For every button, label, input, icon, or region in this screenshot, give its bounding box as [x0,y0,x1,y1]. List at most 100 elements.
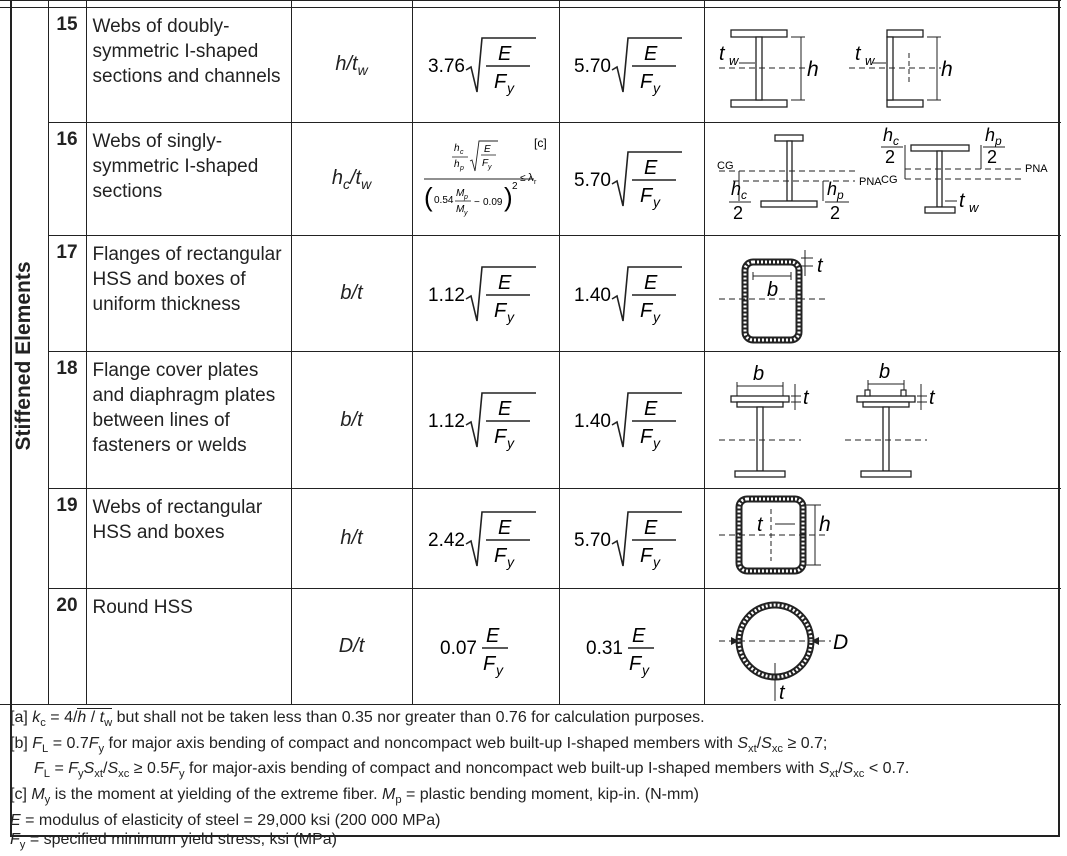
sqrt-formula: 1.40 E F y [574,265,682,325]
ratio-symbol-subscript: c [342,175,350,192]
label-h: h [819,513,831,536]
sub: xc [853,768,865,781]
symbol-e: E [486,625,500,647]
hc-symbol: h [454,143,460,154]
text: < 0.7. [864,760,910,778]
symbol-f: F [494,300,508,322]
sym: M [31,786,45,804]
label-two: 2 [885,147,895,167]
my-symbol: M [456,204,465,215]
case-number: 17 [47,235,87,352]
ratio-denominator: t [358,635,365,657]
note-ref-c: [c] [534,136,547,150]
label-h: h [807,58,819,81]
subscript-y: y [652,435,661,451]
label-b: b [753,363,764,385]
rect-hss-flange-figure: b t [718,250,829,344]
text: ≥ 0.7; [783,734,828,752]
lambda-p-limit: 2.42 E F y [411,488,560,589]
case-number: 16 [47,122,87,236]
section-figure-cell: b t [703,235,1061,352]
lambda-r-limit: 1.40 E F y [558,351,705,489]
width-thickness-ratio: b/t [290,351,413,489]
element-description: Webs of doubly-symmetric I-shaped sectio… [85,7,292,123]
limit-coefficient: 0.31 [586,638,623,659]
element-description: Flanges of rectangular HSS and boxes of … [85,235,292,352]
singly-symmetric-i-figure: CG PNA h c 2 h p 2 CG PNA [717,125,1048,223]
sub: y [19,839,26,852]
text: = [50,760,69,778]
symbol-f: F [640,185,654,207]
mp-symbol: M [456,188,465,199]
lambda-r-limit: 5.70 E F y [558,488,705,589]
ratio-subscript: w [357,61,368,78]
section-figure-cell: b t b t [703,351,1061,489]
symbol-e: E [498,43,512,65]
ratio-denominator: t [352,52,358,75]
cover-plate-figure: b t b t [718,361,936,478]
doubly-symmetric-i-channel-figure: h t w h t w [718,29,953,108]
sub: y [179,768,185,781]
lambda-r-limit: 5.70 E F y [558,122,705,236]
limit-coefficient: 1.40 [574,411,611,432]
coef-009: 0.09 [483,197,503,208]
label-two: 2 [733,203,743,223]
limit-coefficient: 3.76 [428,56,465,77]
sqrt-formula: 1.40 E F y [574,392,682,451]
lambda-r-limit: 5.70 E F y [558,7,705,123]
label-tw-sub: w [865,53,876,68]
table-notes: [a] kc = 4/h / tw but shall not be taken… [10,708,909,856]
note-b-line2: FL = FySxt/Sxc ≥ 0.5Fy for major-axis be… [10,759,909,785]
side-label: Stiffened Elements [11,261,35,451]
subscript-y: y [652,554,661,570]
element-description: Round HSS [85,588,292,705]
limit-coefficient: 5.70 [574,170,611,191]
text: = plastic bending moment, kip-in. (N-mm) [401,786,699,804]
width-thickness-ratio: h/t [290,488,413,589]
ratio-symbol: h [331,166,343,189]
lambda-p-limit: [c] h c h p E F y ( 0.54 M p M y − [411,122,560,236]
symbol-f: F [629,653,643,675]
symbol-f: F [640,426,654,448]
text: is the moment at yielding of the extreme… [50,786,382,804]
table-row: 20 Round HSS D/t 0.07 E F y 0.31 E F y [0,588,1061,705]
width-thickness-ratio: D/t [290,588,413,705]
ratio-symbol: b [340,282,352,304]
label-t: t [779,682,786,704]
note-prefix: [b] [10,734,33,752]
round-hss-figure: D t [718,601,848,704]
label-two: 2 [830,203,840,223]
subscript-y: y [506,309,515,325]
sym: F [88,734,99,752]
sub: y [98,742,105,755]
text: / [86,709,100,726]
label-d: D [833,631,848,654]
note-c: [c] My is the moment at yielding of the … [10,785,909,811]
limit-coefficient: 1.12 [428,285,465,306]
sqrt-formula: 2.42 E F y [428,510,536,570]
table-row: 19 Webs of rectangular HSS and boxes h/t… [0,488,1061,589]
symbol-f: F [640,545,654,567]
subscript-y: y [487,164,492,171]
symbol-f: F [640,71,654,93]
label-t: t [803,387,810,409]
table-row: Stiffened Elements 15 Webs of doubly-sym… [0,7,1061,705]
sqrt-formula: 1.12 E F y [428,265,536,325]
coef-054: 0.54 [434,195,454,206]
label-h: h [941,58,953,81]
symbol-e: E [498,398,512,420]
limit-coefficient: 5.70 [574,56,611,77]
sym: k [32,709,41,726]
section-figure-cell: CG PNA h c 2 h p 2 CG PNA [703,122,1061,236]
subscript-y: y [652,80,661,96]
ratio-denominator: t [357,527,363,549]
subscript-y: y [506,80,515,96]
text: / [756,734,762,752]
symbol-e: E [644,517,658,539]
label-pna: PNA [1025,163,1048,175]
case-number: 20 [47,588,87,705]
ratio-denominator: t [355,166,362,189]
mp-sub: p [463,194,468,201]
sub: c [40,717,46,730]
subscript-y: y [641,662,650,678]
